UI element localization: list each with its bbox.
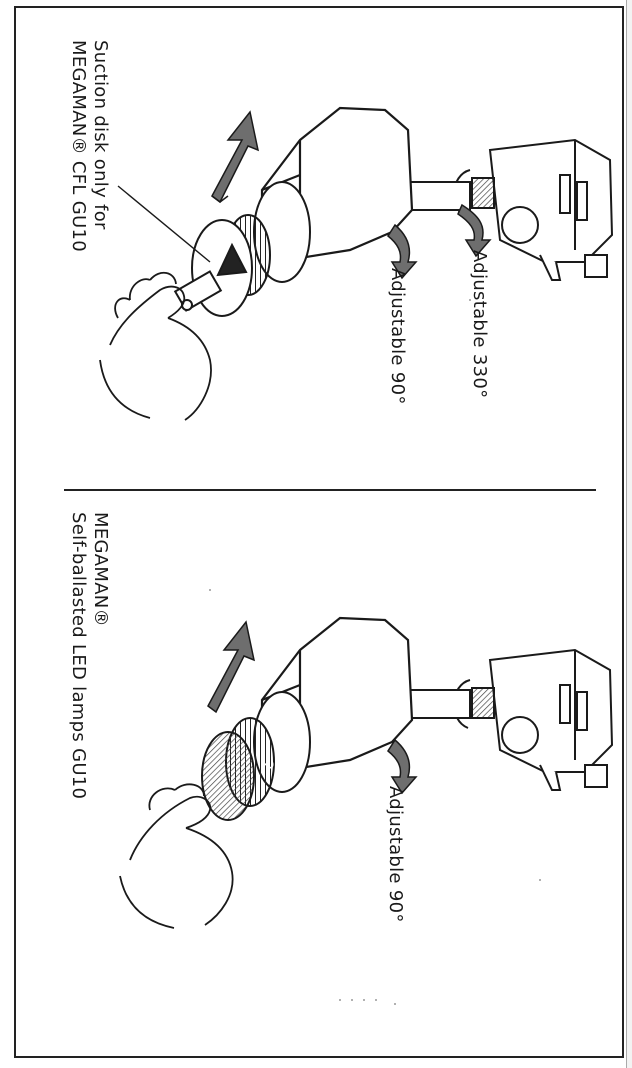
pull-arrow-icon bbox=[207, 620, 256, 714]
panel-2-callout-line1: MEGAMAN® bbox=[90, 512, 111, 627]
lamp-icon: 2 bbox=[201, 691, 311, 821]
pull-arrow-icon bbox=[211, 110, 260, 204]
panel-1-callout: Suction disk only for MEGAMAN® CFL GU10 bbox=[67, 40, 111, 252]
panel-1-label-adjustable-90: Adjustable 90° bbox=[386, 268, 408, 405]
panel-2-illustration: 2 bbox=[119, 616, 614, 929]
panel-1-illustration bbox=[99, 106, 614, 421]
track-adapter-icon bbox=[453, 648, 614, 791]
hand-icon bbox=[99, 271, 212, 421]
panel-1-callout-line1: Suction disk only for bbox=[90, 40, 111, 230]
callout-leader-line bbox=[117, 185, 211, 263]
spotlight-arm bbox=[403, 689, 471, 719]
page-edge bbox=[626, 0, 632, 1068]
rotate-arrow-icon bbox=[387, 203, 492, 280]
panel-1-label-adjustable-330: Adjustable 330° bbox=[468, 250, 490, 398]
rotate-arrow-icon bbox=[387, 738, 418, 795]
panel-2-callout: MEGAMAN® Self-ballasted LED lamps GU10 bbox=[67, 512, 111, 799]
scan-dots bbox=[209, 299, 541, 1005]
track-adapter-icon bbox=[453, 138, 614, 281]
adjustable-90-label: Adjustable 90° bbox=[385, 786, 406, 923]
spotlight-arm bbox=[403, 181, 471, 211]
panel-divider bbox=[64, 489, 596, 491]
adjustable-330-label: Adjustable 330° bbox=[469, 250, 490, 399]
panel-2-callout-line2: Self-ballasted LED lamps GU10 bbox=[68, 512, 89, 800]
panel-1-callout-line2: MEGAMAN® CFL GU10 bbox=[68, 40, 89, 252]
adjustable-90-label: Adjustable 90° bbox=[387, 268, 408, 405]
hand-icon bbox=[119, 783, 234, 929]
page-border bbox=[14, 6, 624, 1058]
svg-text:2: 2 bbox=[258, 760, 277, 770]
panel-2-label-adjustable-90: Adjustable 90° bbox=[384, 786, 406, 923]
lamp-icon bbox=[173, 181, 311, 317]
